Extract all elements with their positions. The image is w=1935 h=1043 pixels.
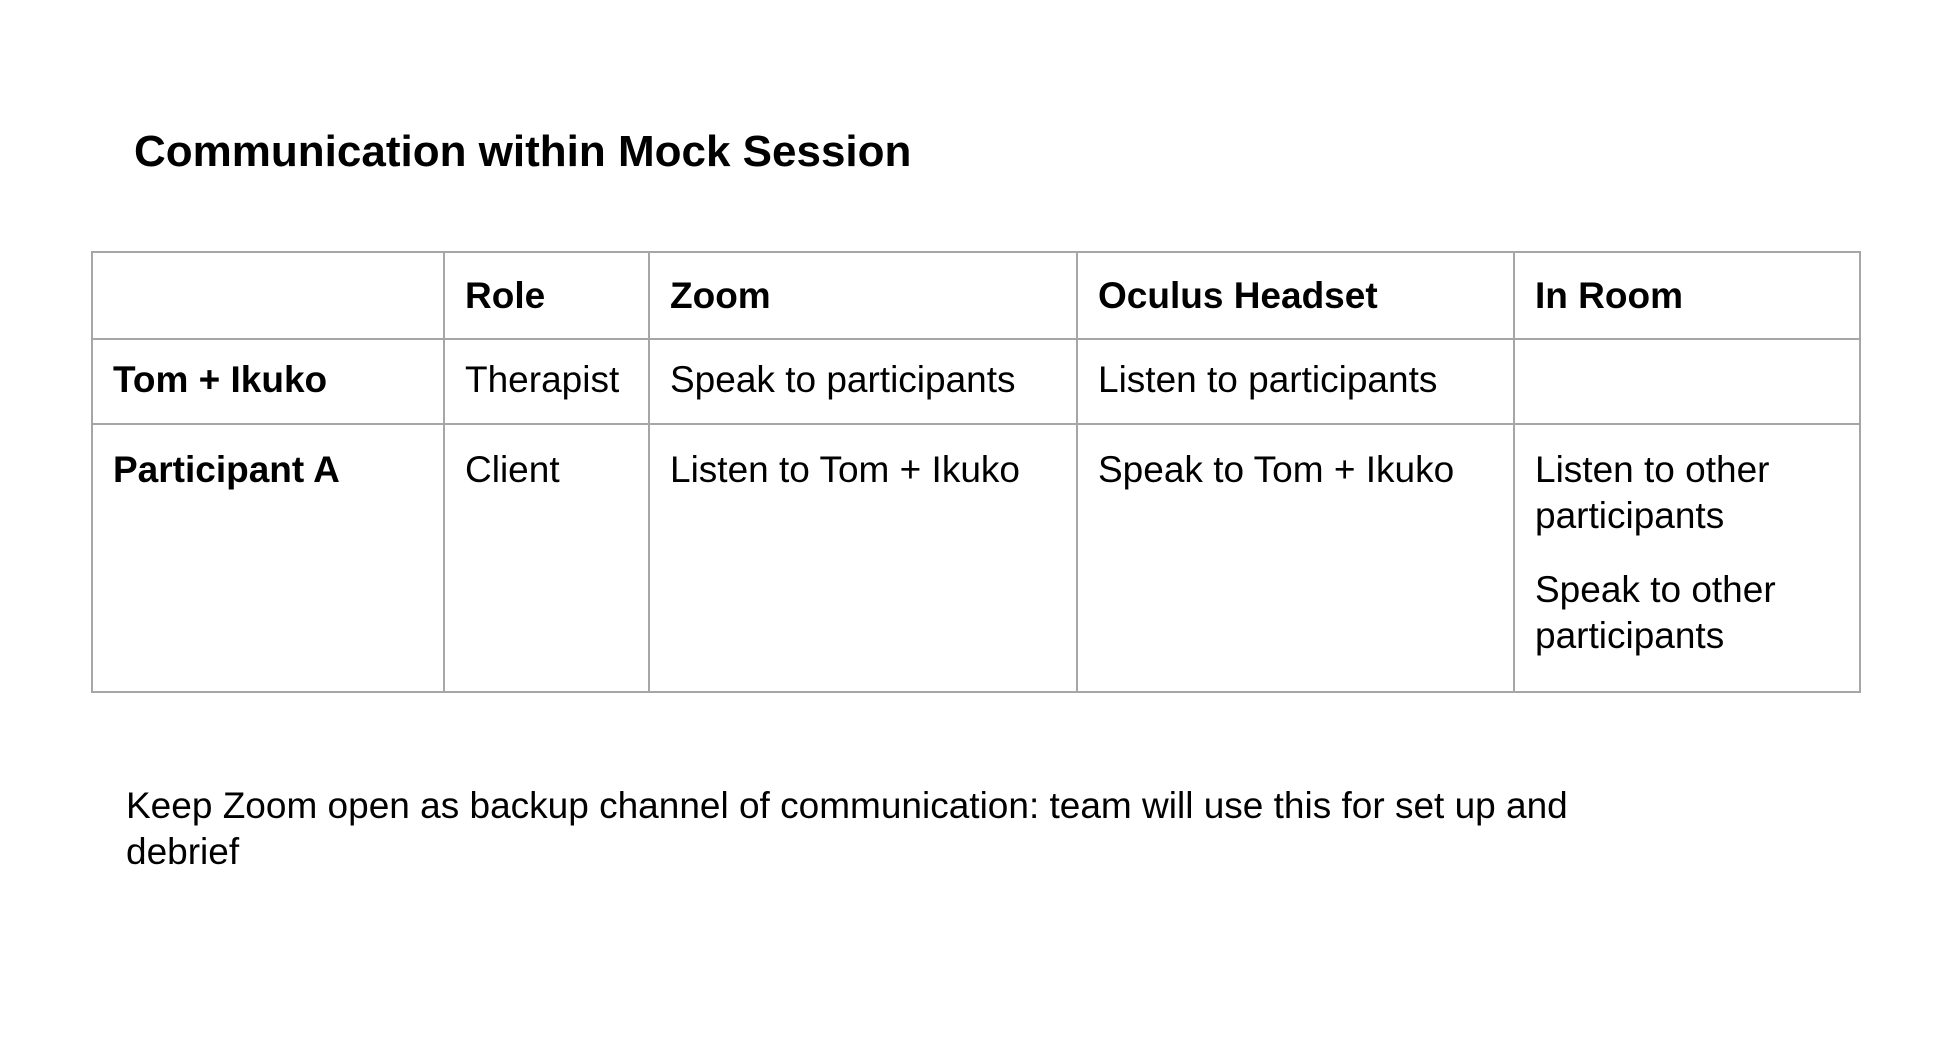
row-name-cell: Tom + Ikuko [91, 338, 445, 425]
in-room-cell [1513, 338, 1861, 425]
table-row: Participant A Client Listen to Tom + Iku… [91, 423, 1861, 693]
zoom-cell: Speak to participants [648, 338, 1078, 425]
oculus-headset-cell: Speak to Tom + Ikuko [1076, 423, 1515, 693]
backup-channel-note: Keep Zoom open as backup channel of comm… [126, 785, 1568, 872]
zoom-cell: Listen to Tom + Ikuko [648, 423, 1078, 693]
table-header-row: Role Zoom Oculus Headset In Room [91, 251, 1861, 340]
role-cell: Therapist [443, 338, 650, 425]
role-cell: Client [443, 423, 650, 693]
in-room-line-listen: Listen to other participants [1535, 449, 1770, 536]
header-cell-empty [91, 251, 445, 340]
header-cell-role: Role [443, 251, 650, 340]
header-cell-in-room: In Room [1513, 251, 1861, 340]
in-room-cell: Listen to other participants Speak to ot… [1513, 423, 1861, 693]
in-room-line-speak: Speak to other participants [1535, 569, 1776, 656]
header-cell-oculus-headset: Oculus Headset [1076, 251, 1515, 340]
oculus-headset-cell: Listen to participants [1076, 338, 1515, 425]
communication-table: Role Zoom Oculus Headset In Room Tom + I… [91, 251, 1861, 693]
page-title: Communication within Mock Session [134, 127, 912, 176]
header-cell-zoom: Zoom [648, 251, 1078, 340]
row-name-cell: Participant A [91, 423, 445, 693]
table-row: Tom + Ikuko Therapist Speak to participa… [91, 338, 1861, 425]
paragraph-gap [1535, 539, 1839, 567]
